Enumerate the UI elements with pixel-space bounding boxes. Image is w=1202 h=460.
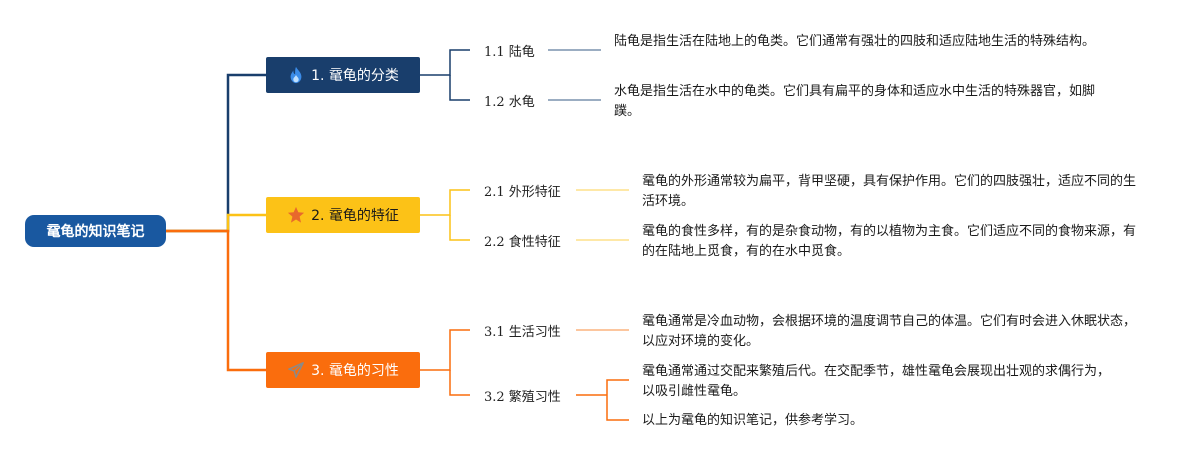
note-tortoise: 陆龟是指生活在陆地上的龟类。它们通常有强壮的四肢和适应陆地生活的特殊结构。	[614, 34, 1096, 49]
subtopic-appearance[interactable]: 2.1 外形特征	[484, 185, 561, 200]
fire-icon	[290, 66, 302, 84]
connector-root-branch3	[166, 229, 266, 372]
note-breeding-habits: 鼋龟通常通过交配来繁殖后代。在交配季节，雄性鼋龟会展现出壮观的求偶行为，以吸引雌…	[642, 364, 1111, 399]
note-water-turtle: 水龟是指生活在水中的龟类。它们具有扁平的身体和适应水中生活的特殊器官，如脚蹼。	[614, 84, 1096, 119]
branch-label: 1. 鼋龟的分类	[311, 68, 399, 84]
branch-habits[interactable]: 3. 鼋龟的习性	[266, 352, 420, 388]
star-icon	[287, 206, 305, 223]
paper-plane-icon	[288, 362, 305, 378]
note-appearance: 鼋龟的外形通常较为扁平，背甲坚硬，具有保护作用。它们的四肢强壮，适应不同的生活环…	[642, 174, 1137, 209]
branch-features[interactable]: 2. 鼋龟的特征	[266, 197, 420, 233]
note-diet: 鼋龟的食性多样，有的是杂食动物，有的以植物为主食。它们适应不同的食物来源，有的在…	[642, 224, 1137, 259]
connector-branch2-sub2	[449, 215, 470, 241]
subtopic-breeding-habits[interactable]: 3.2 繁殖习性	[484, 390, 561, 405]
subtopic-water-turtle[interactable]: 1.2 水龟	[484, 95, 535, 110]
connector-branch2-sub1	[420, 189, 470, 216]
connector-root-branch1	[166, 73, 266, 233]
subtopic-tortoise[interactable]: 1.1 陆龟	[484, 45, 535, 60]
connector-root-branch2	[166, 213, 266, 233]
note-living-habits: 鼋龟通常是冷血动物，会根据环境的温度调节自己的体温。它们有时会进入休眠状态，以应…	[642, 314, 1137, 349]
connector-branch3-sub1	[420, 329, 470, 371]
subtopic-diet[interactable]: 2.2 食性特征	[484, 235, 561, 250]
connector-branch1-sub1	[420, 49, 470, 76]
connector-sub6-leaves	[576, 379, 629, 421]
note-summary: 以上为鼋龟的知识笔记，供参考学习。	[642, 413, 864, 428]
connector-branch3-sub2	[449, 370, 470, 396]
branch-label: 2. 鼋龟的特征	[311, 208, 399, 224]
subtopic-living-habits[interactable]: 3.1 生活习性	[484, 325, 561, 340]
connector-branch1-sub2	[449, 75, 470, 101]
root-label: 鼋龟的知识笔记	[46, 224, 145, 240]
root-node[interactable]: 鼋龟的知识笔记	[25, 215, 166, 247]
branch-label: 3. 鼋龟的习性	[311, 363, 399, 379]
branch-classification[interactable]: 1. 鼋龟的分类	[266, 57, 420, 93]
